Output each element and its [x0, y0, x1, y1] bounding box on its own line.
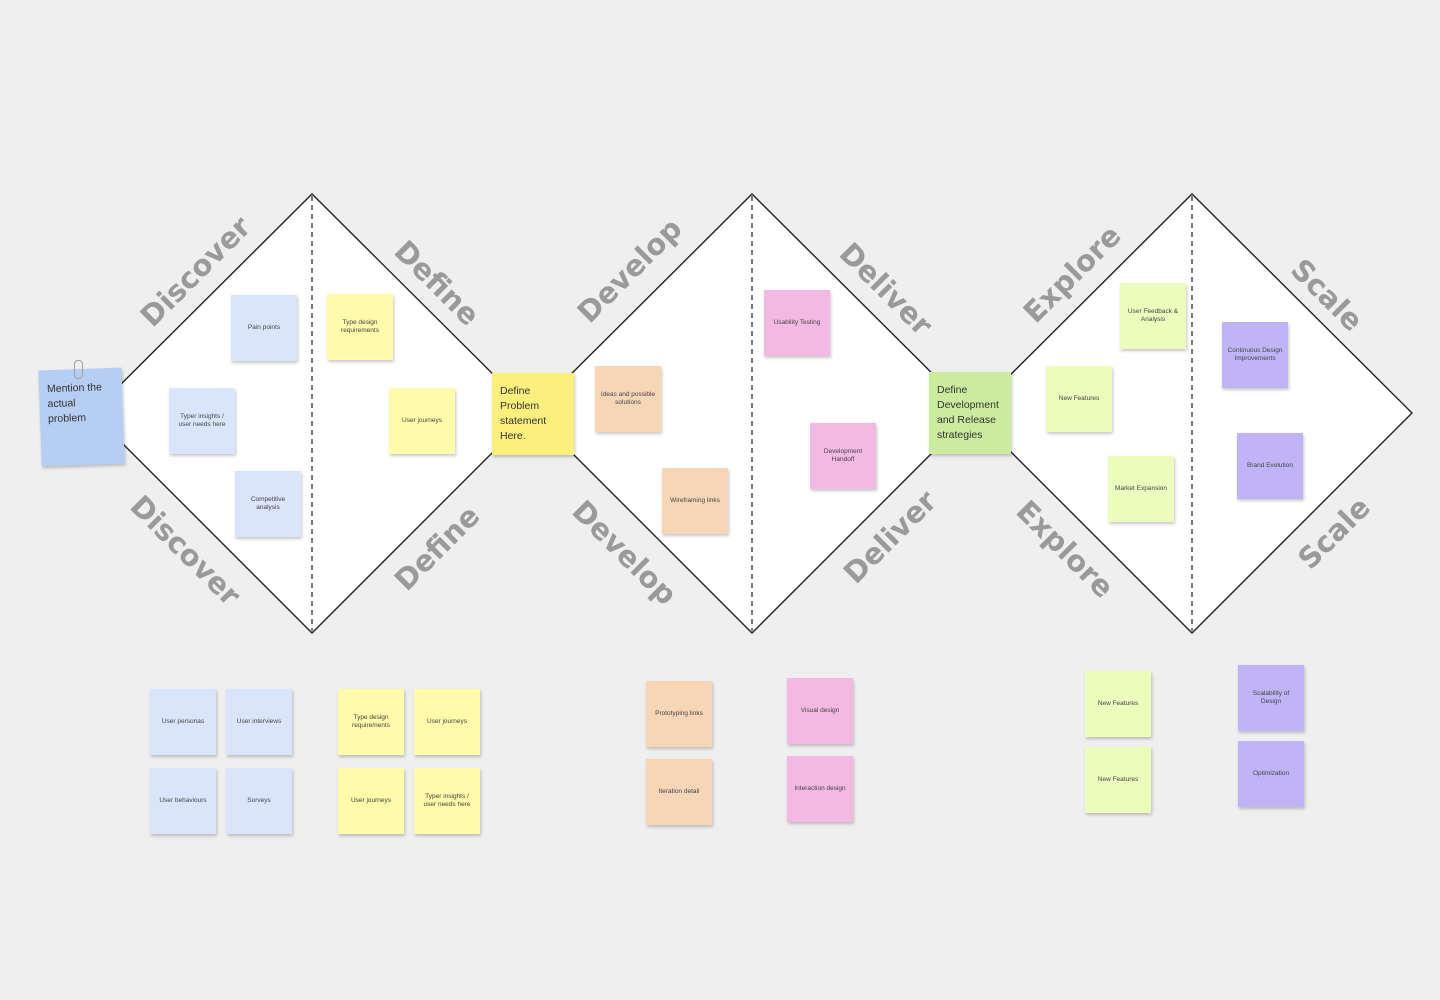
sticky-problem[interactable]: Mention the actual problem [38, 367, 125, 467]
sticky-surveys[interactable]: Surveys [226, 768, 292, 834]
sticky-user-interviews[interactable]: User interviews [226, 689, 292, 755]
sticky-visual-design[interactable]: Visual design [787, 678, 853, 744]
sticky-bottom-user-journeys-2[interactable]: User journeys [338, 768, 404, 834]
sticky-optimization[interactable]: Optimization [1238, 741, 1304, 807]
sticky-ideas-solutions[interactable]: Ideas and possible solutions [595, 366, 661, 432]
sticky-bottom-typer-insights[interactable]: Typer insights / user needs here [414, 768, 480, 834]
sticky-new-features[interactable]: New Features [1046, 366, 1112, 432]
sticky-continuous-design[interactable]: Continuous Design Improvements [1222, 322, 1288, 388]
sticky-strategies[interactable]: Define Development and Release strategie… [929, 372, 1011, 454]
sticky-wireframing-links[interactable]: Wireframing links [662, 468, 728, 534]
sticky-iteration-detail[interactable]: Iteration detail [646, 759, 712, 825]
sticky-usability-testing[interactable]: Usability Testing [764, 290, 830, 356]
paperclip-icon [74, 360, 83, 379]
sticky-bottom-new-features-1[interactable]: New Features [1085, 671, 1151, 737]
sticky-type-design-requirements[interactable]: Type design requirements [327, 294, 393, 360]
sticky-development-handoff[interactable]: Development Handoff [810, 423, 876, 489]
sticky-bottom-type-design-requirements[interactable]: Type design requirements [338, 689, 404, 755]
sticky-prototyping-links[interactable]: Prototyping links [646, 681, 712, 747]
sticky-user-behaviours[interactable]: User behaviours [150, 768, 216, 834]
sticky-user-journeys[interactable]: User journeys [389, 388, 455, 454]
sticky-bottom-new-features-2[interactable]: New Features [1085, 747, 1151, 813]
sticky-market-expansion[interactable]: Market Expansion [1108, 456, 1174, 522]
sticky-user-personas[interactable]: User personas [150, 689, 216, 755]
sticky-pain-points[interactable]: Pain points [231, 295, 297, 361]
sticky-user-feedback[interactable]: User Feedback & Analysis [1120, 283, 1186, 349]
sticky-scalability[interactable]: Scalability of Design [1238, 665, 1304, 731]
sticky-competitive-analysis[interactable]: Competitive analysis [235, 471, 301, 537]
sticky-problem-statement[interactable]: Define Problem statement Here. [492, 373, 574, 455]
sticky-interaction-design[interactable]: Interaction design [787, 756, 853, 822]
sticky-brand-evolution[interactable]: Brand Evolution [1237, 433, 1303, 499]
sticky-typer-insights[interactable]: Typer insights / user needs here [169, 388, 235, 454]
sticky-bottom-user-journeys-1[interactable]: User journeys [414, 689, 480, 755]
